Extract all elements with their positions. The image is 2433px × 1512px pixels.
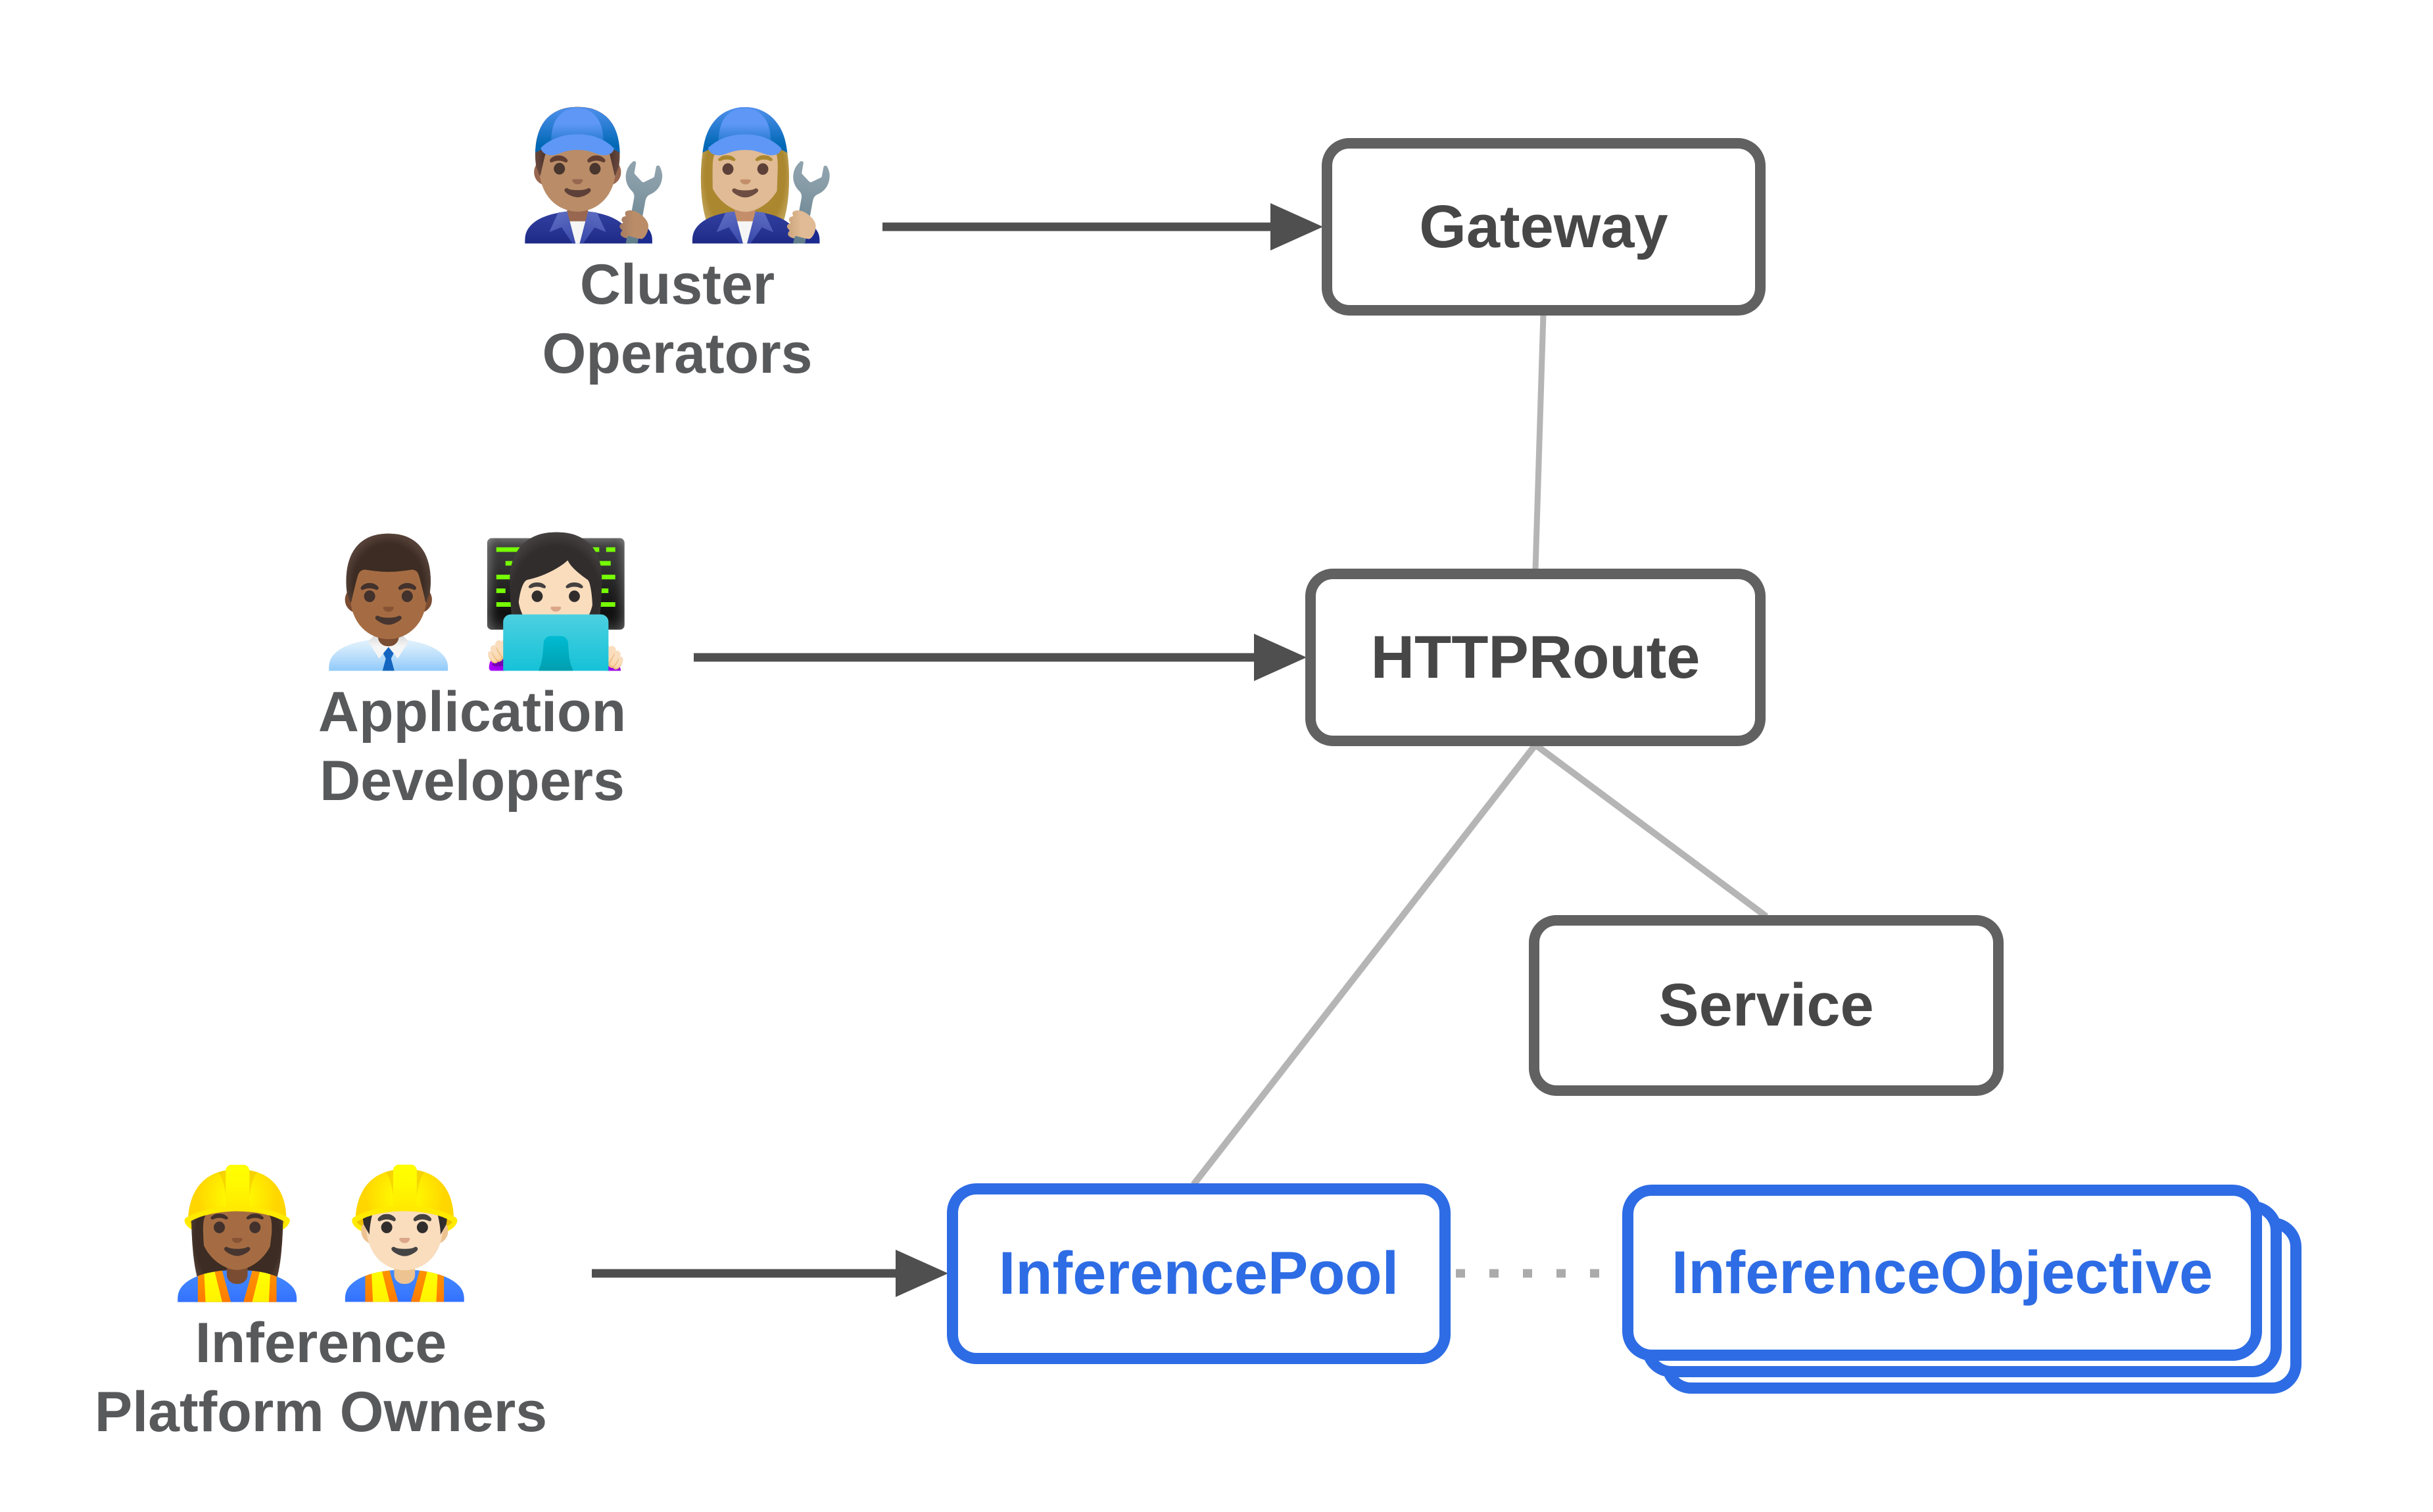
cluster-operators-label-line1: Cluster [579,252,775,316]
connector-gateway-httproute [1532,314,1547,571]
application-developers-label-line1: Application [318,680,627,744]
arrow-head-icon [1270,203,1323,250]
inference-platform-owners-emoji-row: 👷🏾‍♀️ 👷🏻‍♂️ [159,1160,483,1306]
connector-httproute-service [1533,742,1768,920]
cluster-operators-label-line2: Operators [542,321,813,385]
gateway-node-label: Gateway [1419,193,1668,260]
application-developers-label: Application Developers [318,678,626,816]
cluster-operators-label: Cluster Operators [542,250,812,389]
woman-mechanic-emoji-icon: 👩🏼‍🔧 [683,102,839,247]
inferencepool-node-label: InferencePool [998,1240,1399,1307]
man-mechanic-emoji-icon: 👨🏽‍🔧 [516,102,671,247]
inference-platform-owners-label-line1: Inference [195,1311,447,1375]
arrow-application-developers-to-httproute [694,634,1307,681]
arrow-platform-owners-to-inferencepool [592,1250,948,1297]
cluster-operators-emoji-row: 👨🏽‍🔧 👩🏼‍🔧 [516,105,838,245]
gateway-node: Gateway [1322,138,1766,316]
inference-platform-owners-label-line2: Platform Owners [94,1380,548,1444]
arrow-head-icon [896,1250,948,1297]
inferencepool-node: InferencePool [947,1183,1451,1364]
actor-application-developers: 👨🏾‍💼 👩🏻‍💻 Application Developers [209,532,735,816]
woman-construction-worker-emoji-icon: 👷🏾‍♀️ [159,1160,315,1306]
httproute-node: HTTPRoute [1305,569,1766,746]
man-office-worker-emoji-icon: 👨🏾‍💼 [310,529,466,674]
connector-httproute-inferencepool [1191,742,1538,1187]
inferenceobjective-node-label: InferenceObjective [1671,1239,2213,1306]
man-construction-worker-emoji-icon: 👷🏻‍♂️ [327,1160,483,1306]
actor-inference-platform-owners: 👷🏾‍♀️ 👷🏻‍♂️ Inference Platform Owners [58,1160,584,1447]
woman-technologist-emoji-icon: 👩🏻‍💻 [478,529,634,674]
service-node: Service [1529,915,2004,1096]
application-developers-emoji-row: 👨🏾‍💼 👩🏻‍💻 [310,532,633,673]
httproute-node-label: HTTPRoute [1370,623,1700,691]
arrow-cluster-operators-to-gateway [882,203,1323,250]
arrow-head-icon [1254,634,1307,681]
service-node-label: Service [1658,972,1874,1039]
inferenceobjective-node: InferenceObjective [1622,1185,2262,1361]
inference-platform-owners-label: Inference Platform Owners [95,1309,547,1447]
application-developers-label-line2: Developers [320,749,625,813]
actor-cluster-operators: 👨🏽‍🔧 👩🏼‍🔧 Cluster Operators [414,105,940,389]
